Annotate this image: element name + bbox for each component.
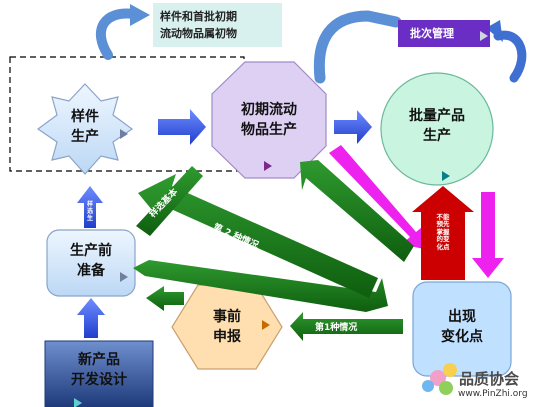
arrow-case2-band — [138, 174, 378, 298]
mass-management-label: 批次管理 — [410, 27, 454, 40]
initial-flow-production-label: 初期流动 物品生产 — [241, 102, 297, 139]
brand-url: www.PinZhi.org — [458, 389, 528, 399]
play-icon[interactable] — [442, 171, 450, 181]
new-product-design-label: 新产品 开发设计 — [71, 352, 127, 389]
sample-production-label: 样件 生产 — [71, 109, 99, 146]
initial-flow-production-node — [211, 61, 327, 179]
play-icon[interactable] — [120, 272, 128, 282]
arrow-report-to-prep — [146, 286, 184, 311]
initial-parts-note-box — [153, 3, 282, 47]
arrow-case2-long — [133, 260, 388, 312]
arrow-initial-to-change — [329, 145, 428, 250]
initial-parts-group-box — [9, 56, 245, 172]
arrow-sample-accepted — [136, 166, 203, 236]
change-point-node — [412, 281, 512, 377]
pre-production-prep-node — [46, 229, 136, 297]
mass-production-node — [380, 72, 494, 186]
curved-arrow-left-head — [130, 4, 150, 26]
sample-production-node — [36, 83, 134, 175]
play-icon[interactable] — [264, 161, 272, 171]
curved-arrow-right-loop — [313, 10, 402, 84]
play-icon[interactable] — [74, 398, 82, 407]
arrow-case1 — [290, 312, 403, 341]
arrow-prep-to-sample — [77, 186, 103, 228]
curved-arrow-left — [95, 8, 139, 60]
case1-label: 第1种情况 — [315, 323, 358, 333]
arrow-case3 — [300, 160, 414, 262]
play-icon[interactable] — [480, 31, 488, 41]
play-icon[interactable] — [262, 320, 270, 330]
mass-management-badge — [398, 20, 490, 47]
arrow-initial-to-mass — [334, 110, 372, 144]
brand-name: 品质协会 — [459, 370, 520, 388]
play-icon[interactable] — [120, 129, 128, 139]
prior-report-label: 事前 申报 — [213, 309, 241, 346]
pre-production-prep-label: 生产前 准备 — [70, 243, 112, 280]
mass-production-label: 批量产品 生产 — [409, 108, 465, 145]
brand-petal-3 — [439, 381, 453, 395]
curved-arrow-right-return — [493, 30, 527, 83]
curved-arrow-right-head — [486, 20, 503, 42]
sample-vertical-label: 样选生 — [86, 201, 93, 222]
brand-petal-2 — [443, 363, 457, 377]
brand-petal-4 — [422, 380, 434, 392]
new-product-design-node — [44, 340, 154, 407]
arrow-mass-down — [472, 192, 504, 278]
cannot-foresee-label: 不能 预先 掌握 的变 化点 — [436, 213, 450, 251]
arrow-sample-to-initial — [158, 109, 206, 145]
brand-petal-1 — [430, 370, 446, 386]
change-point-label: 出现 变化点 — [441, 309, 483, 346]
initial-parts-note: 样件和首批初期 流动物品属初物 — [160, 10, 237, 41]
arrow-change-up-red — [412, 186, 474, 280]
arrow-design-to-prep — [77, 298, 105, 338]
